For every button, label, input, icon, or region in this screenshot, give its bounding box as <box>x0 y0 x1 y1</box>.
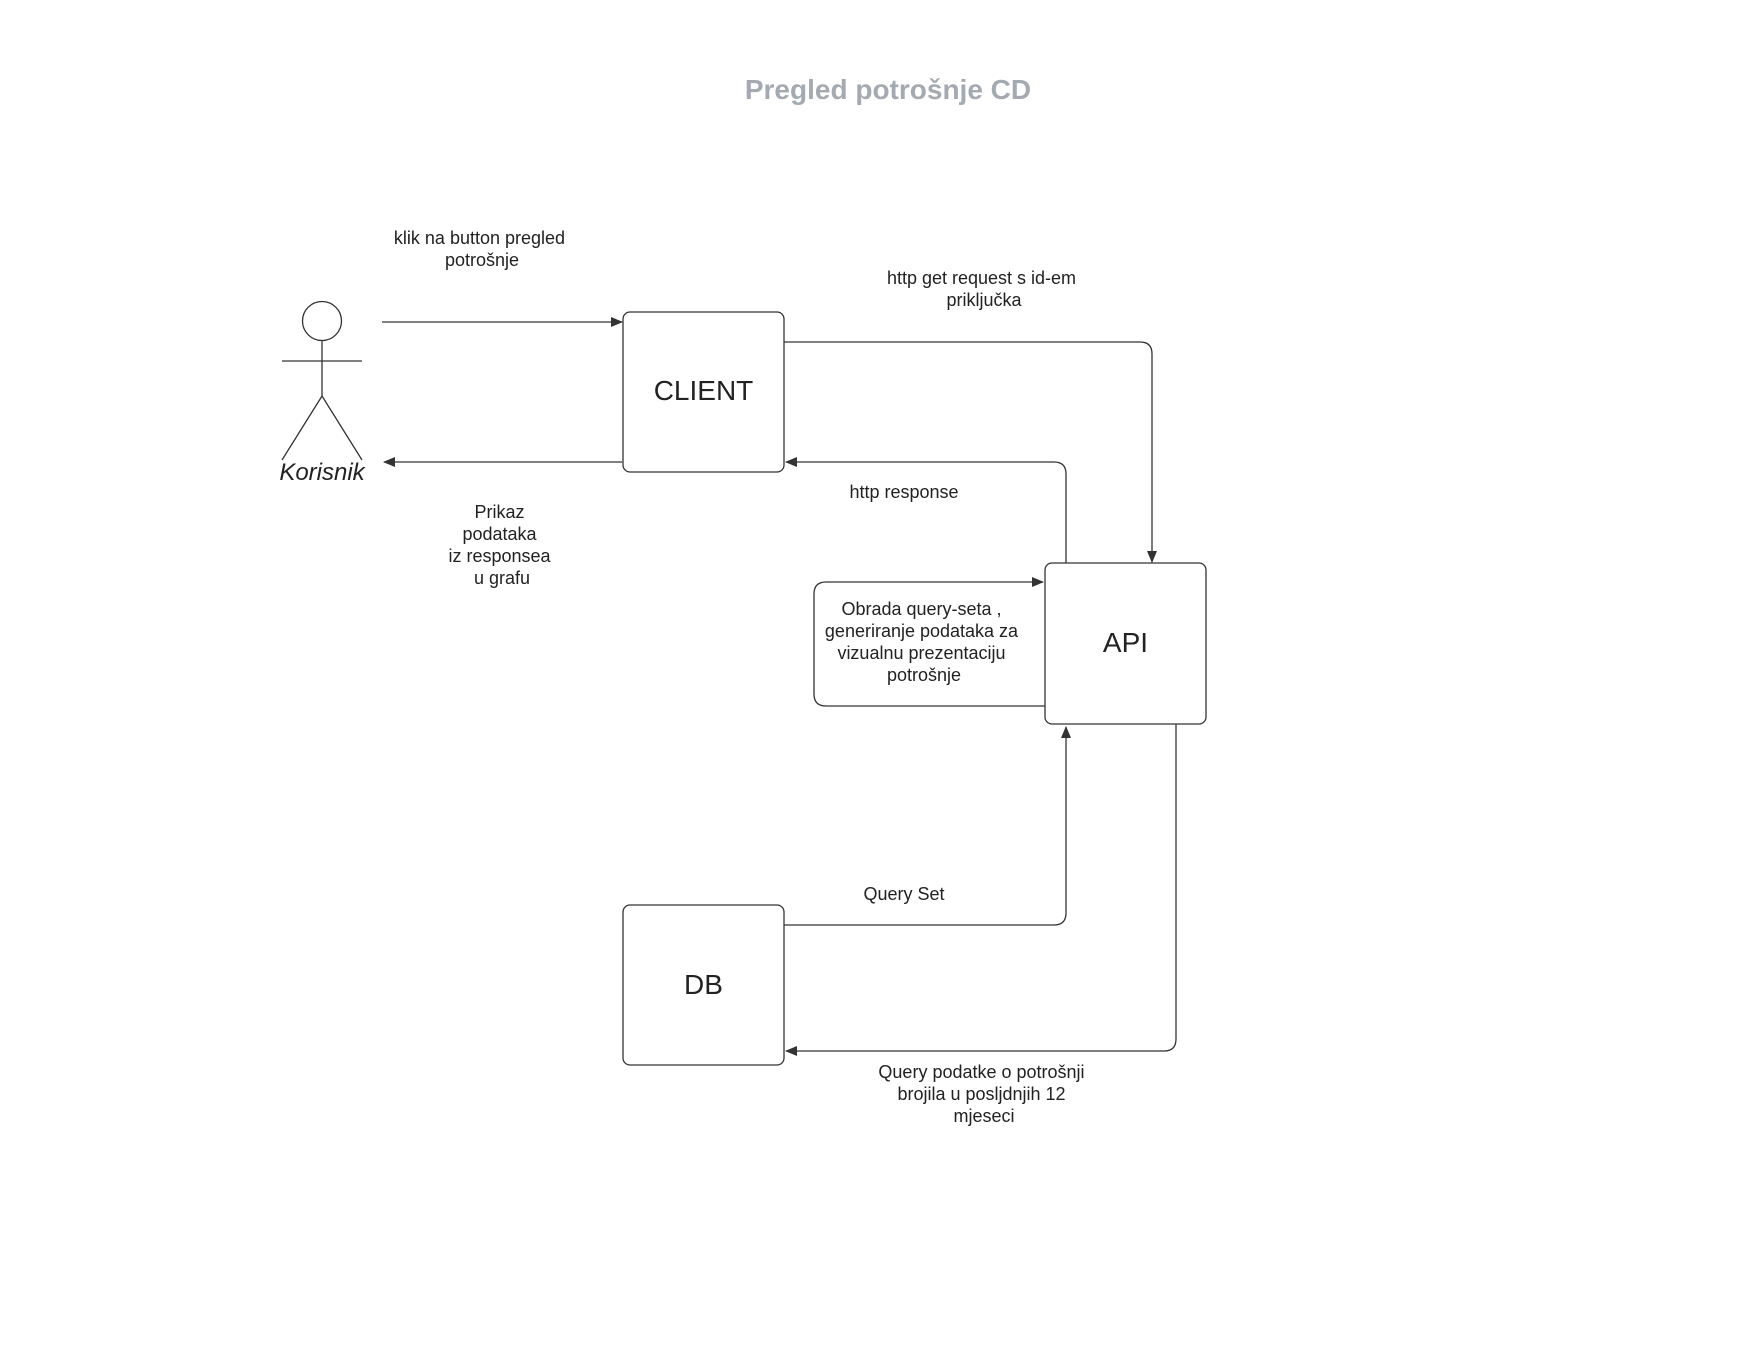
display-label: Prikaz podataka iz responsea u grafu <box>448 502 555 588</box>
response-label: http response <box>849 482 958 502</box>
display-label-line: podataka <box>462 524 537 544</box>
query-data-label-line: Query podatke o potrošnji <box>878 1062 1084 1082</box>
edge-get-request[interactable] <box>784 341 1157 563</box>
edge-response[interactable] <box>785 457 1067 563</box>
actor-head <box>301 300 343 342</box>
process-label-line: generiranje podataka za <box>825 621 1019 641</box>
query-data-label-line: mjeseci <box>953 1106 1014 1126</box>
query-set-label-line: Query Set <box>863 884 944 904</box>
display-label-line: Prikaz <box>474 502 524 522</box>
process-label: Obrada query-seta , generiranje podataka… <box>825 599 1023 685</box>
client-box <box>622 311 785 473</box>
api-label: API <box>1103 627 1148 658</box>
display-label-line: u grafu <box>474 568 530 588</box>
query-data-label: Query podatke o potrošnji brojila u posl… <box>878 1062 1089 1126</box>
node-db[interactable]: DB <box>622 904 785 1066</box>
query-set-label: Query Set <box>863 884 944 904</box>
process-label-line: Obrada query-seta , <box>841 599 1001 619</box>
actor-right-leg <box>321 395 363 461</box>
api-box <box>1044 562 1207 725</box>
edges <box>382 317 1177 1056</box>
edge-query-data[interactable] <box>785 724 1177 1056</box>
actor-label: Korisnik <box>279 459 366 486</box>
get-request-label-line: priključka <box>946 290 1022 310</box>
client-label: CLIENT <box>654 375 754 406</box>
node-api[interactable]: API <box>1044 562 1207 725</box>
response-label-line: http response <box>849 482 958 502</box>
db-box <box>622 904 785 1066</box>
display-label-line: iz responsea <box>448 546 551 566</box>
get-request-label: http get request s id-em priključka <box>887 268 1081 310</box>
edge-query-set[interactable] <box>784 726 1071 926</box>
db-label: DB <box>684 969 723 1000</box>
click-label-line: klik na button pregled <box>394 228 565 248</box>
actor-korisnik[interactable]: Korisnik <box>279 300 367 487</box>
node-client[interactable]: CLIENT <box>622 311 785 473</box>
actor-left-leg <box>281 395 323 461</box>
query-data-label-line: brojila u posljdnjih 12 <box>897 1084 1065 1104</box>
diagram-title: Pregled potrošnje CD <box>745 74 1031 105</box>
click-label: klik na button pregled potrošnje <box>394 228 570 270</box>
process-label-line: potrošnje <box>887 665 961 685</box>
process-label-line: vizualnu prezentaciju <box>837 643 1005 663</box>
click-label-line: potrošnje <box>445 250 519 270</box>
edge-process-loop[interactable] <box>813 577 1045 707</box>
get-request-label-line: http get request s id-em <box>887 268 1076 288</box>
